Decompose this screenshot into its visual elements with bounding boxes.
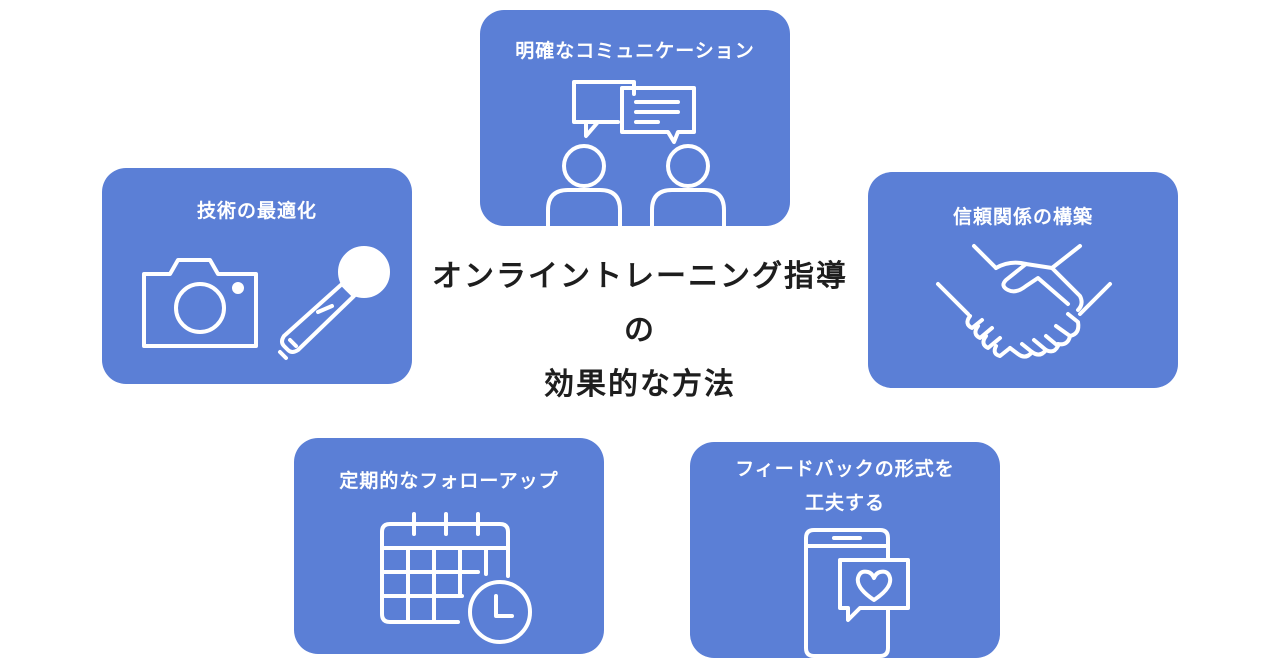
card-feedback-title-line2: 工夫する [804, 492, 885, 514]
handshake-icon [936, 244, 1112, 359]
camera-icon [142, 258, 258, 348]
card-communication-title: 明確なコミュニケーション [515, 40, 755, 62]
calendar-clock-icon [380, 512, 532, 644]
microphone-icon [278, 246, 390, 360]
card-trust: 信頼関係の構築 [868, 172, 1178, 388]
card-followup: 定期的なフォローアップ [294, 438, 604, 654]
card-feedback: フィードバックの形式を 工夫する [690, 442, 1000, 658]
card-communication: 明確なコミュニケーション [480, 10, 790, 230]
center-title-line3: 効果的な方法 [544, 367, 736, 402]
card-followup-title: 定期的なフォローアップ [339, 470, 559, 492]
conversation-icon [546, 80, 726, 230]
center-title-line2: の [624, 313, 656, 348]
card-feedback-title-line1: フィードバックの形式を [735, 458, 955, 480]
card-trust-title: 信頼関係の構築 [952, 206, 1093, 228]
card-technology-title: 技術の最適化 [196, 200, 317, 222]
smartphone-heart-icon [804, 528, 910, 658]
center-title: オンライントレーニング指導 の 効果的な方法 [420, 250, 860, 412]
card-technology: 技術の最適化 [102, 168, 412, 384]
center-title-line1: オンライントレーニング指導 [432, 259, 848, 294]
